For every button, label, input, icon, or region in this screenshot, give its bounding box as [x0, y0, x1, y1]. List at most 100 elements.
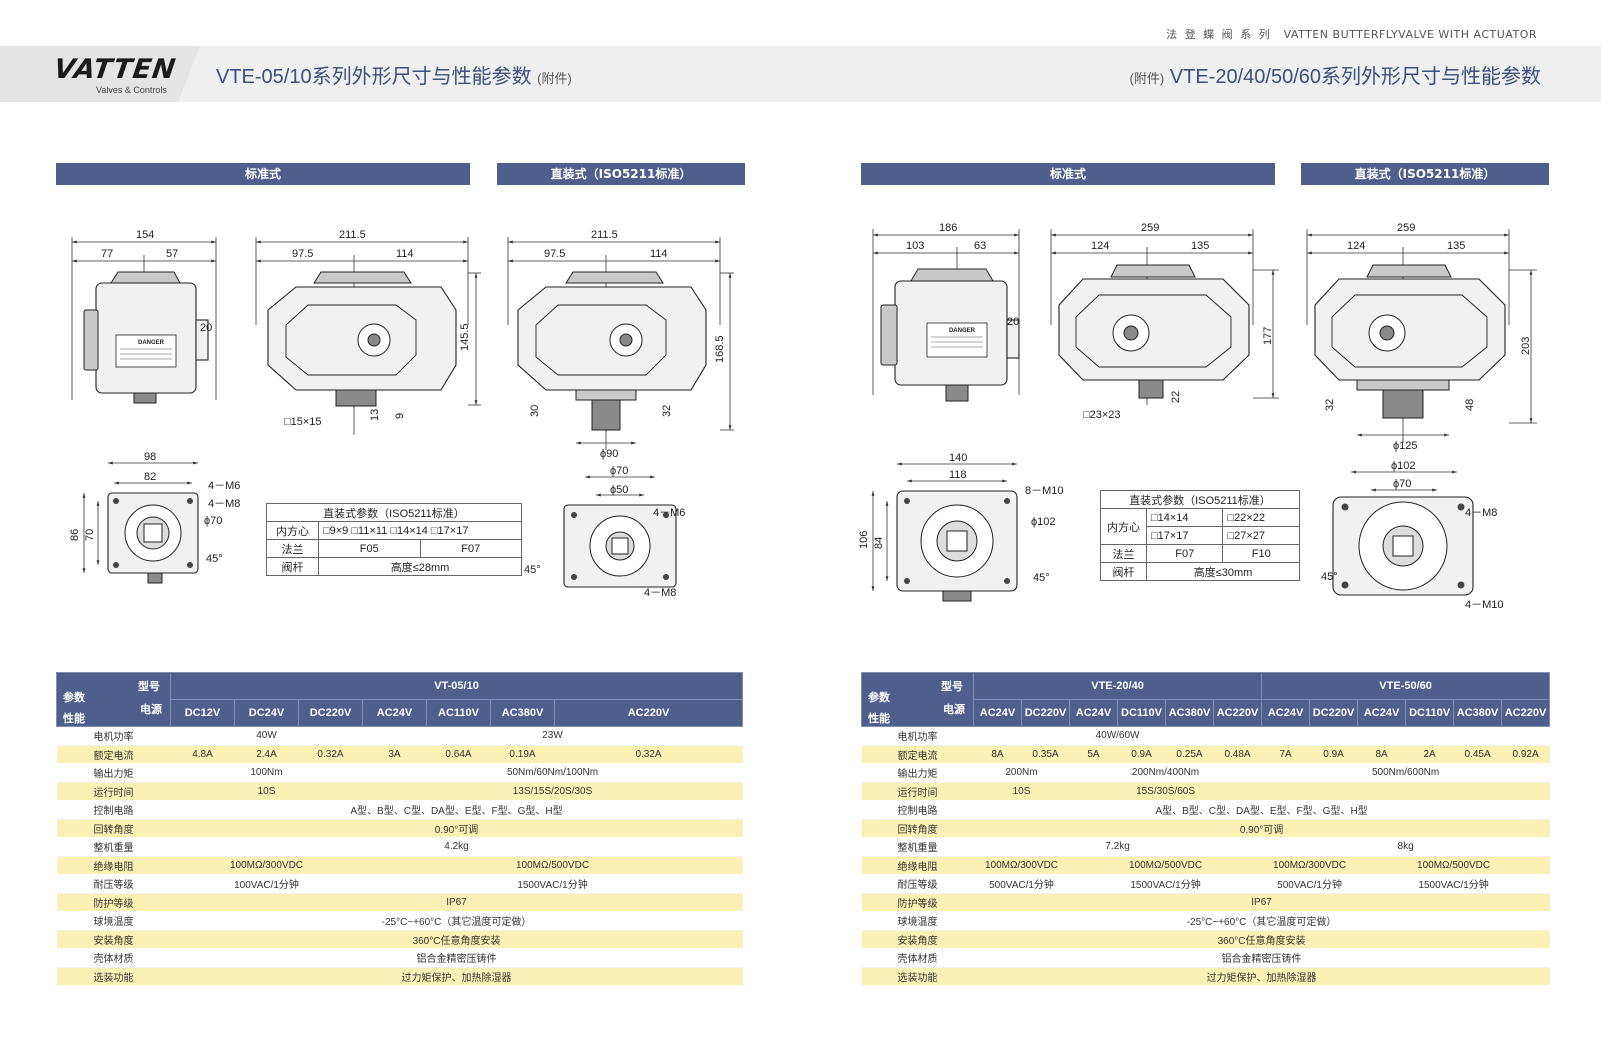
group-header-right-1: VTE-20/40	[972, 672, 1263, 700]
dim-114-a: 114	[396, 248, 414, 260]
dim-124-a: 124	[1091, 240, 1109, 252]
title-left-tag: (附件)	[537, 71, 572, 86]
dim-70: 70	[84, 529, 96, 541]
table-cell: 0.48A	[1213, 745, 1262, 764]
page-title-right: (附件) VTE-20/40/50/60系列外形尺寸与性能参数	[1130, 60, 1541, 89]
row-label: 控制电路	[861, 800, 974, 820]
table-cell: 2.4A	[234, 745, 299, 764]
table-cell: 1500VAC/1分钟	[1357, 874, 1550, 894]
dim-phi-90: ϕ90	[600, 448, 618, 460]
table-cell: 4.2kg	[170, 837, 743, 857]
dim-106: 106	[858, 531, 870, 549]
table-cell: 0.32A	[554, 745, 743, 764]
table-row: 球境温度-25°C~+60°C（其它温度可定做）	[56, 911, 743, 931]
table-row: 选装功能过力矩保护、加热除湿器	[861, 967, 1550, 986]
title-banner: VATTEN Valves & Controls VTE-05/10系列外形尺寸…	[0, 46, 1601, 102]
left-side-view: 154 77 57 DANGER 20	[71, 229, 217, 404]
corner-model-right: 型号	[941, 681, 963, 693]
param-value-2a: F05	[318, 539, 421, 558]
title-right-tag: (附件)	[1129, 71, 1165, 86]
dim-4-m6-b: 4－M6	[653, 507, 685, 519]
left-bottom-view: 98 82 86 70 4－M6 4－M8 ϕ70 45°	[69, 451, 240, 584]
voltage-header: AC380V	[1453, 699, 1503, 727]
voltage-header: AC24V	[362, 699, 427, 727]
row-label: 壳体材质	[56, 948, 171, 968]
dim-45-deg-right: 45°	[1033, 572, 1050, 584]
dim-124-b: 124	[1347, 240, 1365, 252]
param-right-1a: □14×14	[1145, 508, 1224, 527]
table-cell: -25°C~+60°C（其它温度可定做）	[973, 911, 1550, 931]
row-label: 安装角度	[56, 930, 171, 949]
table-row: 壳体材质铝合金精密压铸件	[56, 948, 743, 968]
row-label: 绝缘电阻	[861, 856, 974, 875]
row-label: 选装功能	[861, 967, 974, 986]
row-label: 整机重量	[56, 837, 171, 857]
table-cell: 铝合金精密压铸件	[170, 948, 743, 968]
row-label: 选装功能	[56, 967, 171, 986]
dim-211-5-b: 211.5	[591, 229, 618, 241]
dim-135-a: 135	[1191, 240, 1209, 252]
dim-211-5-a: 211.5	[339, 229, 366, 241]
table-cell: -25°C~+60°C（其它温度可定做）	[170, 911, 743, 931]
voltage-header: DC110V	[1117, 699, 1166, 727]
dim-77: 77	[101, 248, 113, 260]
table-cell: 40W/60W	[973, 726, 1262, 746]
left-technical-drawings: 154 77 57 DANGER 20 211.5 97.5 114 145.5…	[69, 229, 734, 599]
right-technical-drawings: 186 103 63 DANGER 20 259 124 135 177 □23…	[858, 222, 1537, 611]
section-standard-left: 标准式	[56, 163, 470, 185]
table-cell: 过力矩保护、加热除湿器	[973, 967, 1550, 986]
row-label: 输出力矩	[56, 763, 171, 783]
logo-mark: VATTEN	[51, 54, 179, 85]
table-cell: 500VAC/1分钟	[1261, 874, 1358, 894]
param-right-2a: F07	[1145, 544, 1224, 563]
dim-97-5-b: 97.5	[544, 248, 565, 260]
table-cell	[1261, 782, 1550, 801]
left-front-view: 211.5 97.5 114 145.5 □15×15 13 9	[255, 229, 481, 435]
dim-4-m6: 4－M6	[208, 480, 240, 492]
dim-4-m8: 4－M8	[208, 498, 240, 510]
corner-perf-right: 性能	[868, 713, 890, 725]
param-right-1d: □27×27	[1222, 526, 1300, 545]
table-cell: 50Nm/60Nm/100Nm	[362, 763, 743, 783]
dim-phi-125: ϕ125	[1393, 440, 1418, 452]
company-logo: VATTEN Valves & Controls	[51, 54, 179, 95]
table-cell: 100VAC/1分钟	[170, 874, 363, 894]
left-direct-bottom-view: ϕ70 ϕ50 4－M6 4－M8 45°	[524, 465, 685, 599]
table-cell: 0.9A	[1117, 745, 1166, 764]
table-cell: 铝合金精密压铸件	[973, 948, 1550, 968]
danger-label: DANGER	[138, 340, 165, 346]
group-header-left: VT-05/10	[169, 672, 744, 700]
table-cell: 0.45A	[1453, 745, 1502, 764]
dim-57: 57	[166, 248, 178, 260]
right-bottom-view: 140 118 106 84 8－M10 ϕ102 45°	[858, 452, 1064, 602]
param-right-label-1: 内方心	[1100, 508, 1147, 545]
section-standard-right: 标准式	[861, 163, 1275, 185]
dim-phi-70-right: ϕ70	[1393, 478, 1411, 490]
dim-168-5: 168.5	[714, 335, 726, 363]
dim-4-m10: 4－M10	[1465, 599, 1504, 611]
right-front-view: 259 124 135 177 □23×23 22	[1050, 222, 1279, 421]
dim-sq-15: □15×15	[284, 416, 322, 428]
table-row: 球境温度-25°C~+60°C（其它温度可定做）	[861, 911, 1550, 931]
param-label-1: 内方心	[266, 521, 319, 540]
dim-32-right: 32	[1324, 399, 1336, 411]
table-cell: 3A	[362, 745, 427, 764]
corner-header-right: 型号 参数 电源 性能	[861, 672, 974, 727]
param-table-left: 直装式参数（ISO5211标准） 内方心□9×9 □11×11 □14×14 □…	[266, 503, 522, 576]
voltage-header: DC220V	[298, 699, 363, 727]
row-label: 整机重量	[861, 837, 974, 857]
